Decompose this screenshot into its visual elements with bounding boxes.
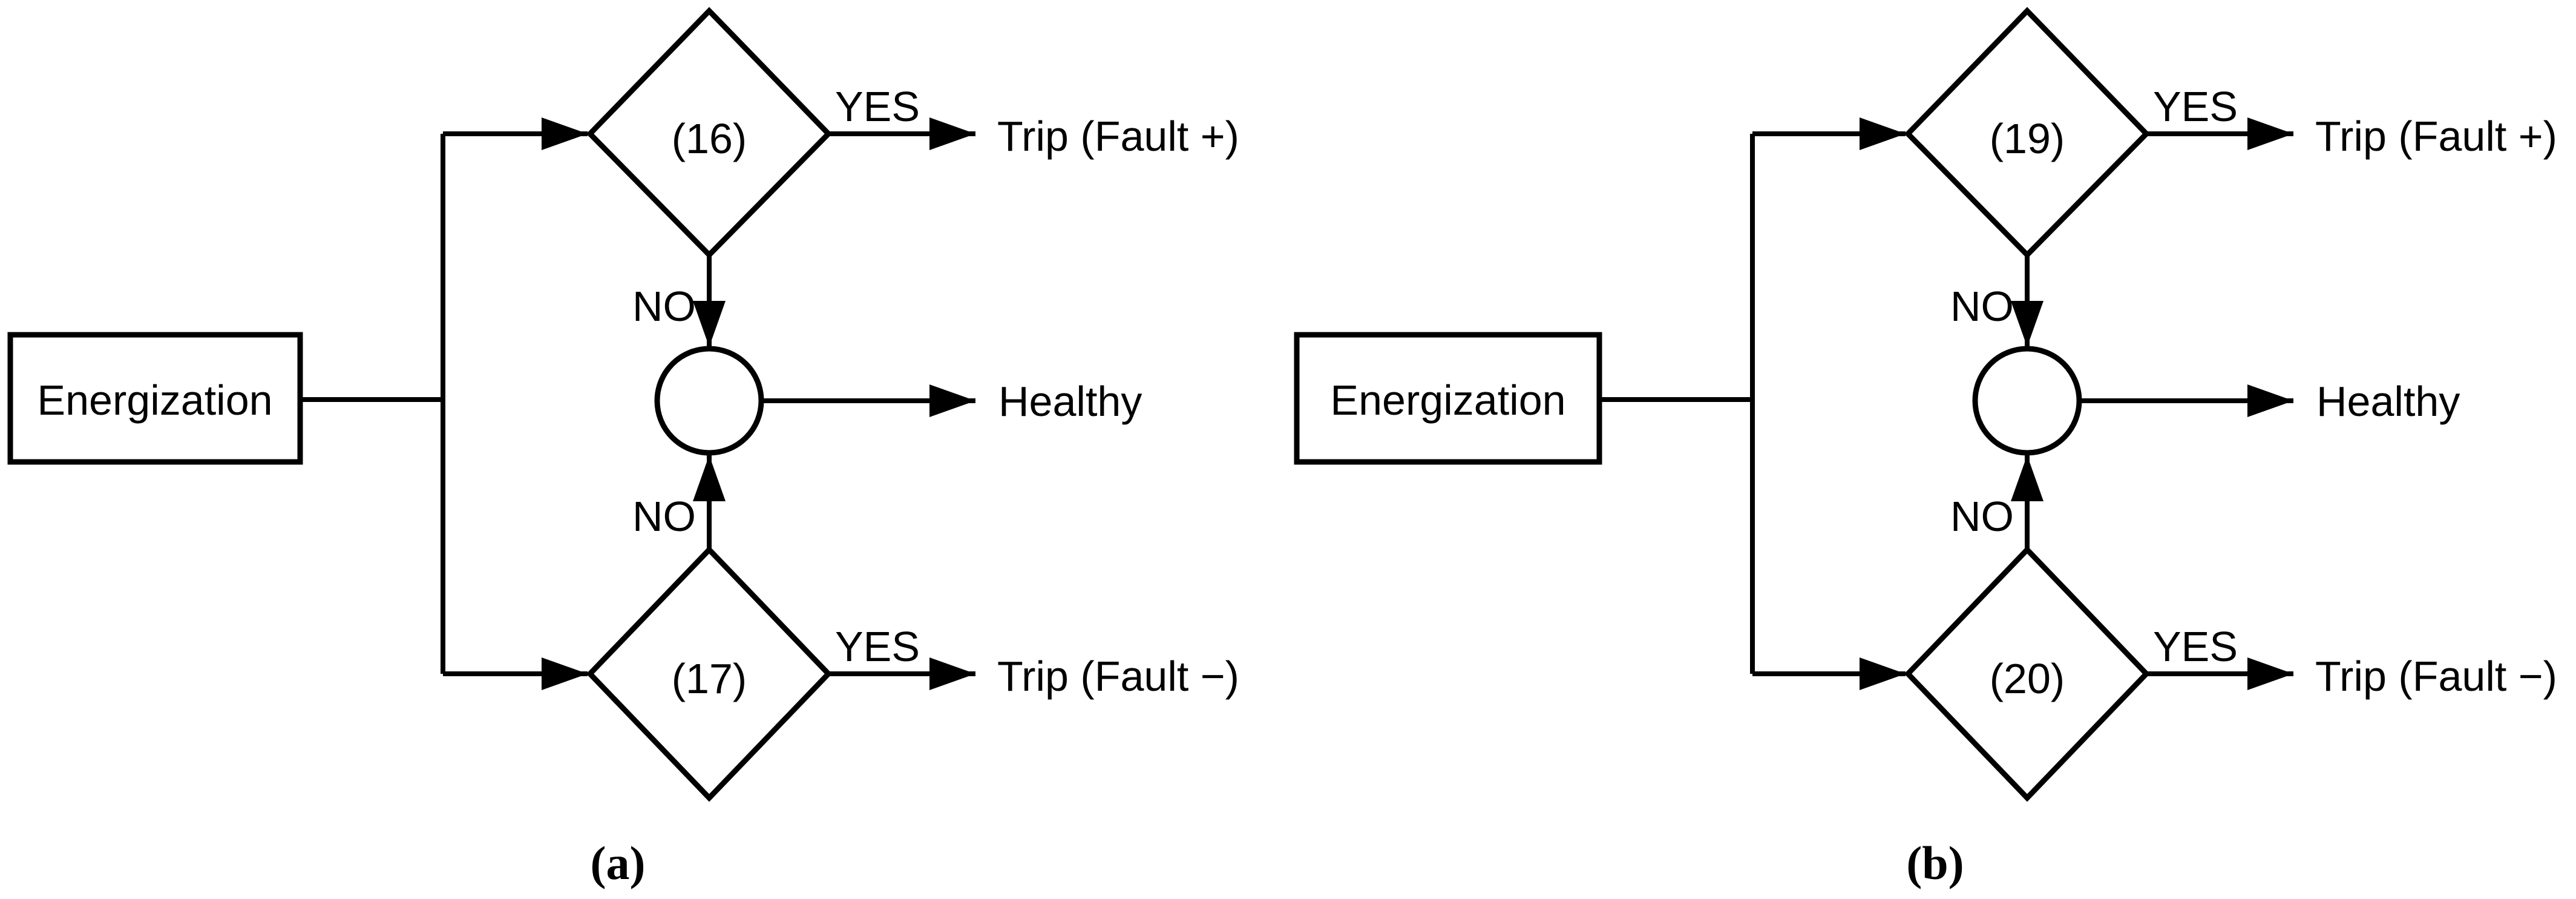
trip-fault-negative-label: Trip (Fault −) [997,653,1239,700]
healthy-label: Healthy [998,378,1142,425]
yes-bottom-label: YES [835,623,920,670]
yes-bottom-label: YES [2153,623,2238,670]
energization-label: Energization [1330,377,1565,424]
flowchart-b: Energization (19) YES Trip (Fault +) NO … [1294,7,2557,889]
caption-b: (b) [1906,837,1964,889]
decision-top-label: (19) [1990,115,2065,162]
yes-top-label: YES [2153,83,2238,130]
no-top-label: NO [632,283,696,330]
no-bottom-label: NO [1950,493,2014,540]
decision-top-label: (16) [672,115,747,162]
trip-fault-positive-label: Trip (Fault +) [2315,113,2557,160]
junction-circle [1972,346,2082,456]
junction-circle [654,346,764,456]
healthy-label: Healthy [2316,378,2460,425]
flowchart-a: Energization (16) YES Trip (Fault +) NO … [7,7,1239,889]
decision-bottom-label: (20) [1990,655,2065,702]
caption-a: (a) [591,837,646,889]
decision-bottom-label: (17) [672,655,747,702]
no-bottom-label: NO [632,493,696,540]
yes-top-label: YES [835,83,920,130]
trip-fault-negative-label: Trip (Fault −) [2315,653,2557,700]
no-top-label: NO [1950,283,2014,330]
energization-label: Energization [37,377,272,424]
trip-fault-positive-label: Trip (Fault +) [997,113,1239,160]
